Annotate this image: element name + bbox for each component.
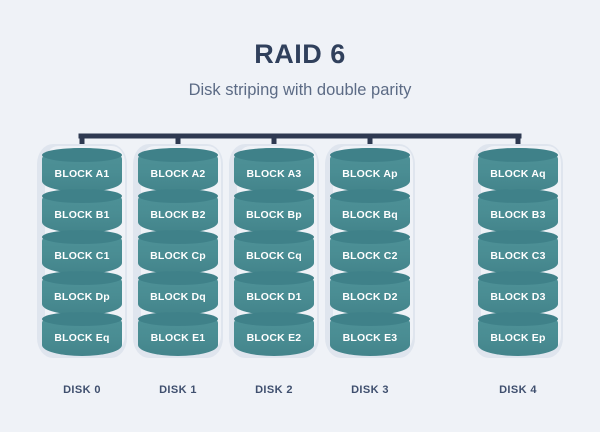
block-cylinder[interactable]: BLOCK B2 — [138, 189, 218, 233]
block-cylinder[interactable]: BLOCK Bq — [330, 189, 410, 233]
block-cylinder[interactable]: BLOCK Ep — [478, 312, 558, 356]
disk-blocks-3: BLOCK Ap BLOCK Bq BLOCK C2 BLOCK D2 — [322, 148, 418, 358]
block-label: BLOCK Dp — [54, 290, 110, 303]
block-cylinder[interactable]: BLOCK Ap — [330, 148, 410, 192]
block-cylinder[interactable]: BLOCK D2 — [330, 271, 410, 315]
page-title: RAID 6 — [254, 39, 346, 69]
disk-blocks-4: BLOCK Aq BLOCK B3 BLOCK C3 BLOCK D3 — [470, 148, 566, 358]
block-cylinder[interactable]: BLOCK D3 — [478, 271, 558, 315]
block-label: BLOCK A2 — [150, 167, 206, 180]
block-top-ellipse — [42, 148, 122, 162]
block-cylinder[interactable]: BLOCK B1 — [42, 189, 122, 233]
block-label: BLOCK D2 — [342, 290, 398, 303]
block-cylinder[interactable]: BLOCK Eq — [42, 312, 122, 356]
block-top-ellipse — [234, 148, 314, 162]
disk-label-0: DISK 0 — [63, 384, 101, 396]
block-label: BLOCK Aq — [490, 167, 546, 180]
block-top-ellipse — [234, 189, 314, 203]
block-label: BLOCK Cp — [150, 249, 206, 262]
block-top-ellipse — [42, 271, 122, 285]
block-top-ellipse — [138, 148, 218, 162]
block-label: BLOCK Ap — [342, 167, 398, 180]
block-cylinder[interactable]: BLOCK E3 — [330, 312, 410, 356]
block-label: BLOCK B3 — [490, 208, 546, 221]
page-subtitle: Disk striping with double parity — [188, 81, 412, 99]
block-label: BLOCK Eq — [54, 331, 110, 344]
block-top-ellipse — [330, 271, 410, 285]
block-cylinder[interactable]: BLOCK Cp — [138, 230, 218, 274]
block-top-ellipse — [330, 230, 410, 244]
block-label: BLOCK Ep — [490, 331, 546, 344]
disk-label-4: DISK 4 — [499, 384, 537, 396]
block-label: BLOCK D3 — [490, 290, 546, 303]
block-top-ellipse — [330, 312, 410, 326]
block-cylinder[interactable]: BLOCK Dp — [42, 271, 122, 315]
block-top-ellipse — [234, 230, 314, 244]
block-top-ellipse — [42, 230, 122, 244]
disk-blocks-2: BLOCK A3 BLOCK Bp BLOCK Cq BLOCK D1 — [226, 148, 322, 358]
block-label: BLOCK C2 — [342, 249, 398, 262]
block-top-ellipse — [330, 189, 410, 203]
block-label: BLOCK E1 — [150, 331, 206, 344]
block-cylinder[interactable]: BLOCK Bp — [234, 189, 314, 233]
block-label: BLOCK E3 — [342, 331, 398, 344]
block-top-ellipse — [478, 312, 558, 326]
block-top-ellipse — [234, 312, 314, 326]
block-top-ellipse — [478, 148, 558, 162]
block-label: BLOCK B1 — [54, 208, 110, 221]
disk-blocks-0: BLOCK A1 BLOCK B1 BLOCK C1 BLOCK Dp — [34, 148, 130, 358]
disk-label-3: DISK 3 — [351, 384, 389, 396]
block-cylinder[interactable]: BLOCK A1 — [42, 148, 122, 192]
block-label: BLOCK Dq — [150, 290, 206, 303]
block-top-ellipse — [138, 312, 218, 326]
block-top-ellipse — [478, 271, 558, 285]
block-cylinder[interactable]: BLOCK E2 — [234, 312, 314, 356]
block-cylinder[interactable]: BLOCK A2 — [138, 148, 218, 192]
block-top-ellipse — [234, 271, 314, 285]
disk-array: BLOCK A1 BLOCK B1 BLOCK C1 BLOCK Dp — [0, 144, 600, 408]
block-top-ellipse — [478, 230, 558, 244]
block-label: BLOCK C3 — [490, 249, 546, 262]
disk-blocks-1: BLOCK A2 BLOCK B2 BLOCK Cp BLOCK Dq — [130, 148, 226, 358]
block-label: BLOCK A1 — [54, 167, 110, 180]
block-label: BLOCK A3 — [246, 167, 302, 180]
block-top-ellipse — [42, 189, 122, 203]
block-label: BLOCK E2 — [246, 331, 302, 344]
disk-label-1: DISK 1 — [159, 384, 197, 396]
block-label: BLOCK Bq — [342, 208, 398, 221]
block-cylinder[interactable]: BLOCK A3 — [234, 148, 314, 192]
block-label: BLOCK D1 — [246, 290, 302, 303]
block-top-ellipse — [138, 271, 218, 285]
block-cylinder[interactable]: BLOCK C2 — [330, 230, 410, 274]
block-top-ellipse — [42, 312, 122, 326]
block-label: BLOCK Bp — [246, 208, 302, 221]
block-cylinder[interactable]: BLOCK Cq — [234, 230, 314, 274]
block-top-ellipse — [330, 148, 410, 162]
block-label: BLOCK B2 — [150, 208, 206, 221]
block-top-ellipse — [138, 189, 218, 203]
block-top-ellipse — [138, 230, 218, 244]
block-cylinder[interactable]: BLOCK D1 — [234, 271, 314, 315]
block-top-ellipse — [478, 189, 558, 203]
block-cylinder[interactable]: BLOCK Aq — [478, 148, 558, 192]
block-cylinder[interactable]: BLOCK E1 — [138, 312, 218, 356]
block-cylinder[interactable]: BLOCK Dq — [138, 271, 218, 315]
disk-label-2: DISK 2 — [255, 384, 293, 396]
block-label: BLOCK Cq — [246, 249, 302, 262]
block-cylinder[interactable]: BLOCK C3 — [478, 230, 558, 274]
diagram-header: RAID 6 Disk striping with double parity — [0, 38, 600, 101]
block-cylinder[interactable]: BLOCK B3 — [478, 189, 558, 233]
block-cylinder[interactable]: BLOCK C1 — [42, 230, 122, 274]
block-label: BLOCK C1 — [54, 249, 110, 262]
